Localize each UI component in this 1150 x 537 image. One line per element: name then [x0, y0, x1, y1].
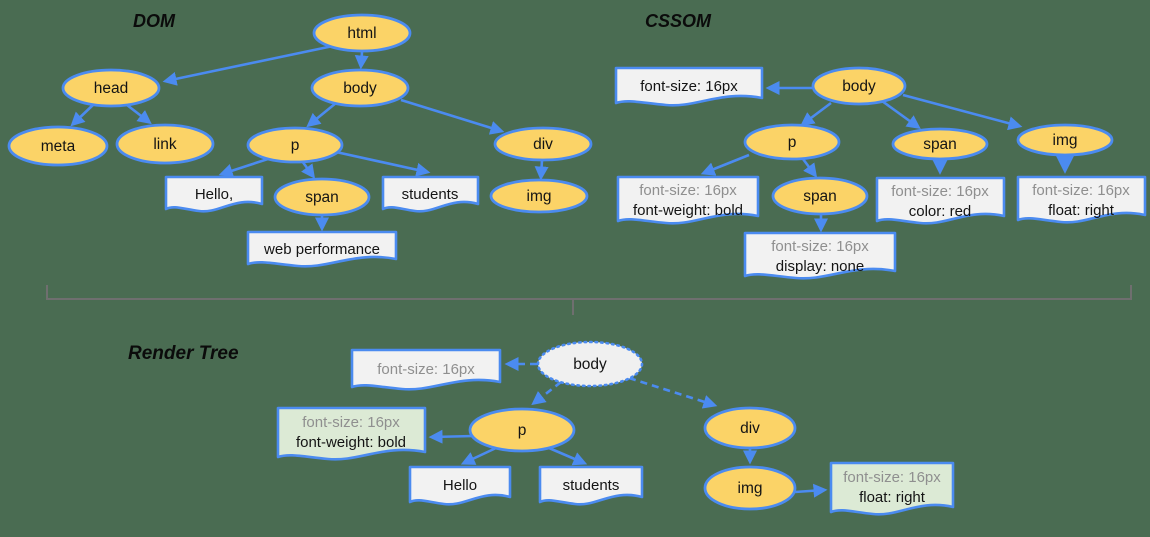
edge-dom-html-head: [162, 44, 334, 86]
edge-cssom-body-img: [902, 93, 1023, 131]
edge-dom-body-p: [306, 101, 337, 128]
dom-textnode-hello: Hello,: [164, 175, 264, 213]
svg-text:div: div: [740, 420, 760, 437]
edge-cssom-p-spanchild: [801, 158, 818, 178]
render-rule-p: font-size: 16px font-weight: bold: [276, 406, 427, 461]
svg-text:font-size: 16px: font-size: 16px: [302, 414, 400, 431]
dom-textnode-students: students: [381, 175, 480, 213]
dom-section: DOM html head body meta: [7, 11, 593, 268]
svg-text:div: div: [533, 136, 553, 153]
svg-text:font-size: 16px: font-size: 16px: [843, 469, 941, 486]
dom-node-p: p: [246, 126, 344, 164]
dom-cssom-combine-bracket: [46, 285, 1132, 315]
cssom-node-body: body: [811, 66, 907, 106]
cssom-rule-span-child: font-size: 16px display: none: [743, 231, 897, 280]
svg-text:body: body: [842, 78, 876, 95]
edge-dom-head-link: [126, 103, 152, 125]
svg-text:p: p: [518, 422, 527, 439]
cssom-node-p: p: [743, 123, 841, 161]
edge-cssom-body-span: [881, 99, 921, 130]
svg-text:display: none: display: none: [776, 258, 864, 275]
svg-text:body: body: [343, 80, 377, 97]
edge-cssom-p-rule: [700, 153, 750, 176]
svg-text:span: span: [923, 136, 957, 153]
render-node-p: p: [468, 407, 576, 453]
edge-cssom-body-p: [800, 101, 832, 127]
svg-text:font-size: 16px: font-size: 16px: [1032, 182, 1130, 199]
svg-text:float: right: float: right: [859, 489, 926, 506]
svg-text:font-size: 16px: font-size: 16px: [640, 78, 738, 95]
svg-text:p: p: [291, 137, 300, 154]
svg-text:font-weight: bold: font-weight: bold: [633, 202, 743, 219]
svg-text:img: img: [1053, 132, 1078, 149]
render-node-body: body: [536, 340, 644, 388]
dom-node-meta: meta: [7, 125, 109, 167]
svg-text:p: p: [788, 134, 797, 151]
dom-node-body: body: [310, 68, 410, 108]
svg-text:Hello: Hello: [443, 477, 477, 494]
cssom-node-span-child: span: [771, 176, 869, 216]
edge-render-body-div: [628, 376, 718, 409]
cssom-rule-img: font-size: 16px float: right: [1016, 175, 1147, 224]
cssom-rule-body: font-size: 16px: [614, 66, 764, 107]
svg-text:font-size: 16px: font-size: 16px: [377, 361, 475, 378]
edge-dom-div-img: [534, 159, 549, 181]
svg-text:meta: meta: [41, 138, 76, 155]
svg-text:img: img: [738, 480, 763, 497]
svg-text:float: right: float: right: [1048, 202, 1115, 219]
cssom-node-img: img: [1016, 123, 1114, 157]
dom-node-link: link: [115, 123, 215, 165]
svg-text:font-size: 16px: font-size: 16px: [639, 182, 737, 199]
edge-dom-head-meta: [70, 103, 95, 127]
dom-node-head: head: [61, 68, 161, 108]
render-rule-img: font-size: 16px float: right: [829, 461, 955, 516]
dom-node-span: span: [273, 177, 371, 217]
edge-dom-p-students: [335, 150, 431, 177]
edge-dom-body-div: [400, 98, 505, 135]
svg-text:web performance: web performance: [263, 241, 380, 258]
svg-text:img: img: [527, 188, 552, 205]
svg-text:students: students: [563, 477, 620, 494]
edge-dom-p-hello: [218, 156, 272, 178]
svg-text:link: link: [153, 136, 177, 153]
svg-text:students: students: [402, 186, 459, 203]
dom-textnode-webperf: web performance: [246, 230, 398, 268]
dom-node-img: img: [489, 178, 589, 214]
render-node-div: div: [703, 406, 797, 450]
svg-text:Hello,: Hello,: [195, 186, 233, 203]
svg-text:span: span: [305, 189, 339, 206]
render-textnode-students: students: [538, 465, 644, 506]
svg-text:font-weight: bold: font-weight: bold: [296, 434, 406, 451]
edge-dom-html-body: [354, 51, 369, 70]
edge-dom-p-span: [300, 160, 316, 179]
edge-render-body-p: [531, 380, 562, 406]
cssom-rule-p: font-size: 16px font-weight: bold: [616, 175, 760, 225]
svg-text:font-size: 16px: font-size: 16px: [891, 183, 989, 200]
render-tree-section-title: Render Tree: [128, 343, 239, 364]
dom-node-div: div: [493, 126, 593, 162]
svg-text:html: html: [347, 25, 376, 42]
dom-section-title: DOM: [133, 11, 176, 31]
render-textnode-hello: Hello: [408, 465, 512, 506]
render-node-img: img: [703, 465, 797, 511]
dom-node-html: html: [312, 13, 412, 53]
svg-text:color: red: color: red: [909, 203, 972, 220]
svg-text:font-size: 16px: font-size: 16px: [771, 238, 869, 255]
edge-render-p-rule: [428, 429, 475, 444]
render-rule-body: font-size: 16px: [350, 348, 502, 391]
cssom-section: CSSOM body p span img span: [614, 11, 1147, 280]
cssom-section-title: CSSOM: [645, 11, 712, 31]
edge-render-img-rule: [794, 483, 828, 498]
svg-text:body: body: [573, 356, 607, 373]
edge-render-p-students: [548, 446, 588, 466]
cssom-node-span: span: [891, 127, 989, 161]
cssom-rule-span: font-size: 16px color: red: [875, 176, 1006, 225]
render-tree-section: Render Tree body p div img: [128, 340, 955, 516]
svg-text:span: span: [803, 188, 837, 205]
edge-render-p-hello: [460, 446, 497, 465]
svg-text:head: head: [94, 80, 128, 97]
